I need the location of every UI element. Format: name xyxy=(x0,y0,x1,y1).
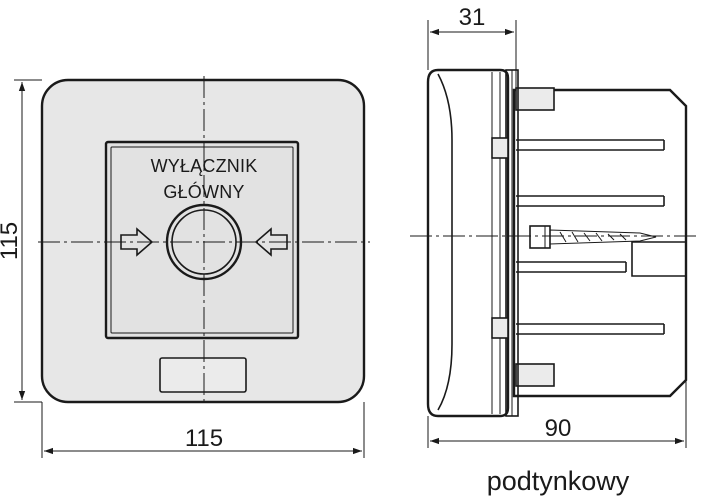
side-bottom-tab xyxy=(515,363,555,387)
front-view: WYŁĄCZNIK GŁÓWNY 115 115 xyxy=(0,76,370,458)
left-arrow-icon xyxy=(120,227,154,257)
depth-dimension-value: 31 xyxy=(459,4,486,31)
right-arrow-icon xyxy=(254,227,288,257)
side-front-flange xyxy=(426,68,510,418)
side-rails xyxy=(516,139,665,335)
side-rear-lug xyxy=(631,241,687,277)
total-dimension-value: 90 xyxy=(545,415,572,442)
front-panel-inner xyxy=(110,146,294,334)
front-window xyxy=(159,357,247,393)
side-view: 31 90 podtynkowy xyxy=(410,4,700,496)
side-rear-box xyxy=(512,88,688,398)
side-top-tab xyxy=(515,87,555,111)
screw-icon xyxy=(529,225,657,249)
width-dimension-value: 115 xyxy=(185,425,223,452)
front-label-line1: WYŁĄCZNIK xyxy=(151,156,258,176)
front-panel xyxy=(104,140,300,340)
height-dimension-value: 115 xyxy=(0,222,23,260)
mounting-caption: podtynkowy xyxy=(487,466,630,496)
